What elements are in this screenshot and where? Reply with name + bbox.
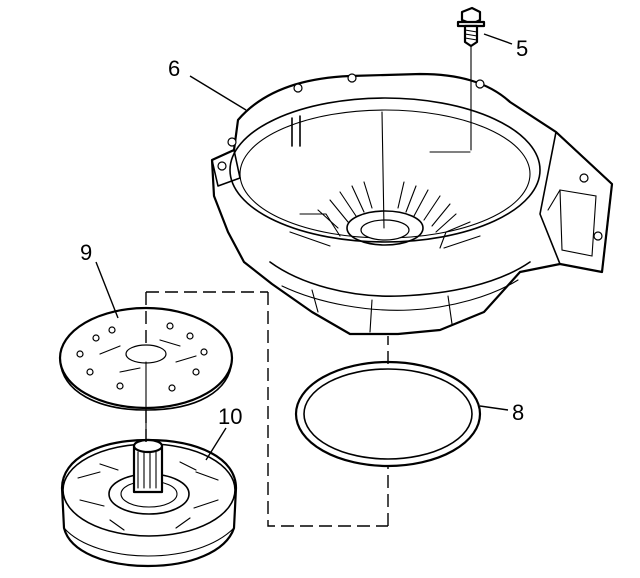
callout-6: 6 — [168, 56, 180, 81]
part-5-bolt — [456, 6, 486, 151]
part-6-housing — [210, 72, 614, 336]
alignment-lines — [145, 291, 389, 527]
callout-5: 5 — [516, 36, 528, 61]
callout-8: 8 — [512, 400, 524, 425]
callout-10: 10 — [218, 404, 242, 429]
part-9-pump-plate — [58, 306, 234, 441]
part-10-pump-body — [60, 438, 238, 568]
callout-9: 9 — [80, 240, 92, 265]
callout-leaders — [95, 33, 513, 461]
part-8-seal-ring — [294, 360, 482, 468]
